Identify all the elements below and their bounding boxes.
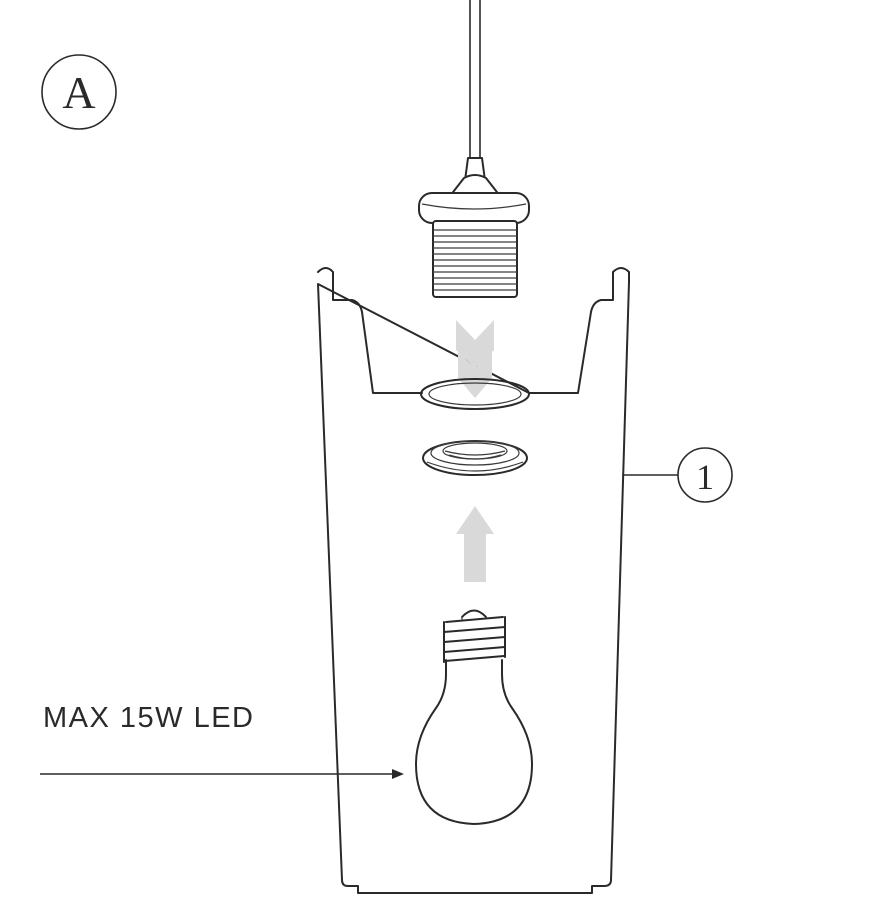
step-badge: A [41,54,117,130]
callout-circle [677,447,733,503]
up-arrow [456,506,494,582]
callout-number: 1 [696,457,714,497]
lamp-socket [418,157,530,298]
step-letter: A [62,67,95,118]
bulb-base-threads [443,609,506,663]
led-bulb [415,609,533,825]
socket-threads [433,229,517,291]
part-callout: 1 [622,447,733,503]
shade-ring [420,378,530,410]
ring-nut [422,440,528,476]
down-arrow [456,320,494,398]
pointer-arrowhead [392,769,404,779]
bulb-label-group: MAX 15W LED [40,702,404,779]
power-cord [469,0,481,160]
lamp-shade [317,267,630,894]
bulb-label: MAX 15W LED [43,702,255,734]
step-badge-circle [41,54,117,130]
